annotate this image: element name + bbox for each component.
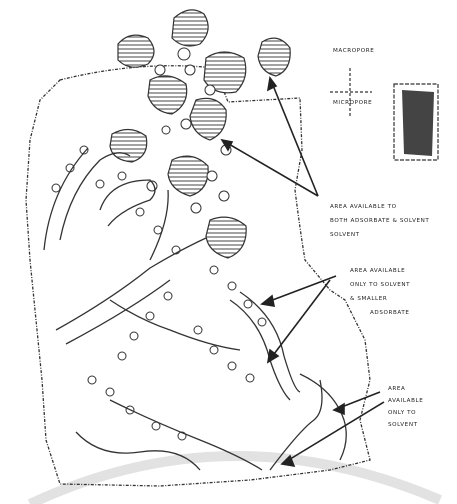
legend-cross [330,68,372,118]
annotation-solvent-only: AREA AVAILABLE ONLY TO SOLVENT [388,386,423,428]
annotation-solvent-smaller-line-1: AREA AVAILABLE [350,268,405,274]
legend-inset-fill [402,90,434,156]
annotation-both: AREA AVAILABLE TO BOTH ADSORBATE & SOLVE… [330,204,429,238]
legend-macropore-label: MACROPORE [333,48,374,54]
annotation-solvent-smaller: AREA AVAILABLE ONLY TO SOLVENT & SMALLER… [350,268,410,316]
annotation-solvent-smaller-line-4: ADSORBATE [370,310,410,316]
annotation-solvent-only-line-3: ONLY TO [388,410,416,416]
annotation-both-line-1: AREA AVAILABLE TO [330,204,397,210]
annotation-solvent-only-line-2: AVAILABLE [388,398,423,404]
macropore-blobs [110,10,290,258]
annotation-solvent-smaller-line-3: & SMALLER [350,296,387,302]
legend-micropore-label: MICROPORE [333,100,372,106]
annotation-both-line-3: SOLVENT [330,232,360,238]
annotation-solvent-smaller-line-2: ONLY TO SOLVENT [350,282,410,288]
pore-channels [44,148,346,470]
annotation-solvent-only-line-4: SOLVENT [388,422,418,428]
annotation-solvent-only-line-1: AREA [388,386,405,392]
scan-ghost-arc [30,456,440,504]
annotation-both-line-2: BOTH ADSORBATE & SOLVENT [330,218,429,224]
